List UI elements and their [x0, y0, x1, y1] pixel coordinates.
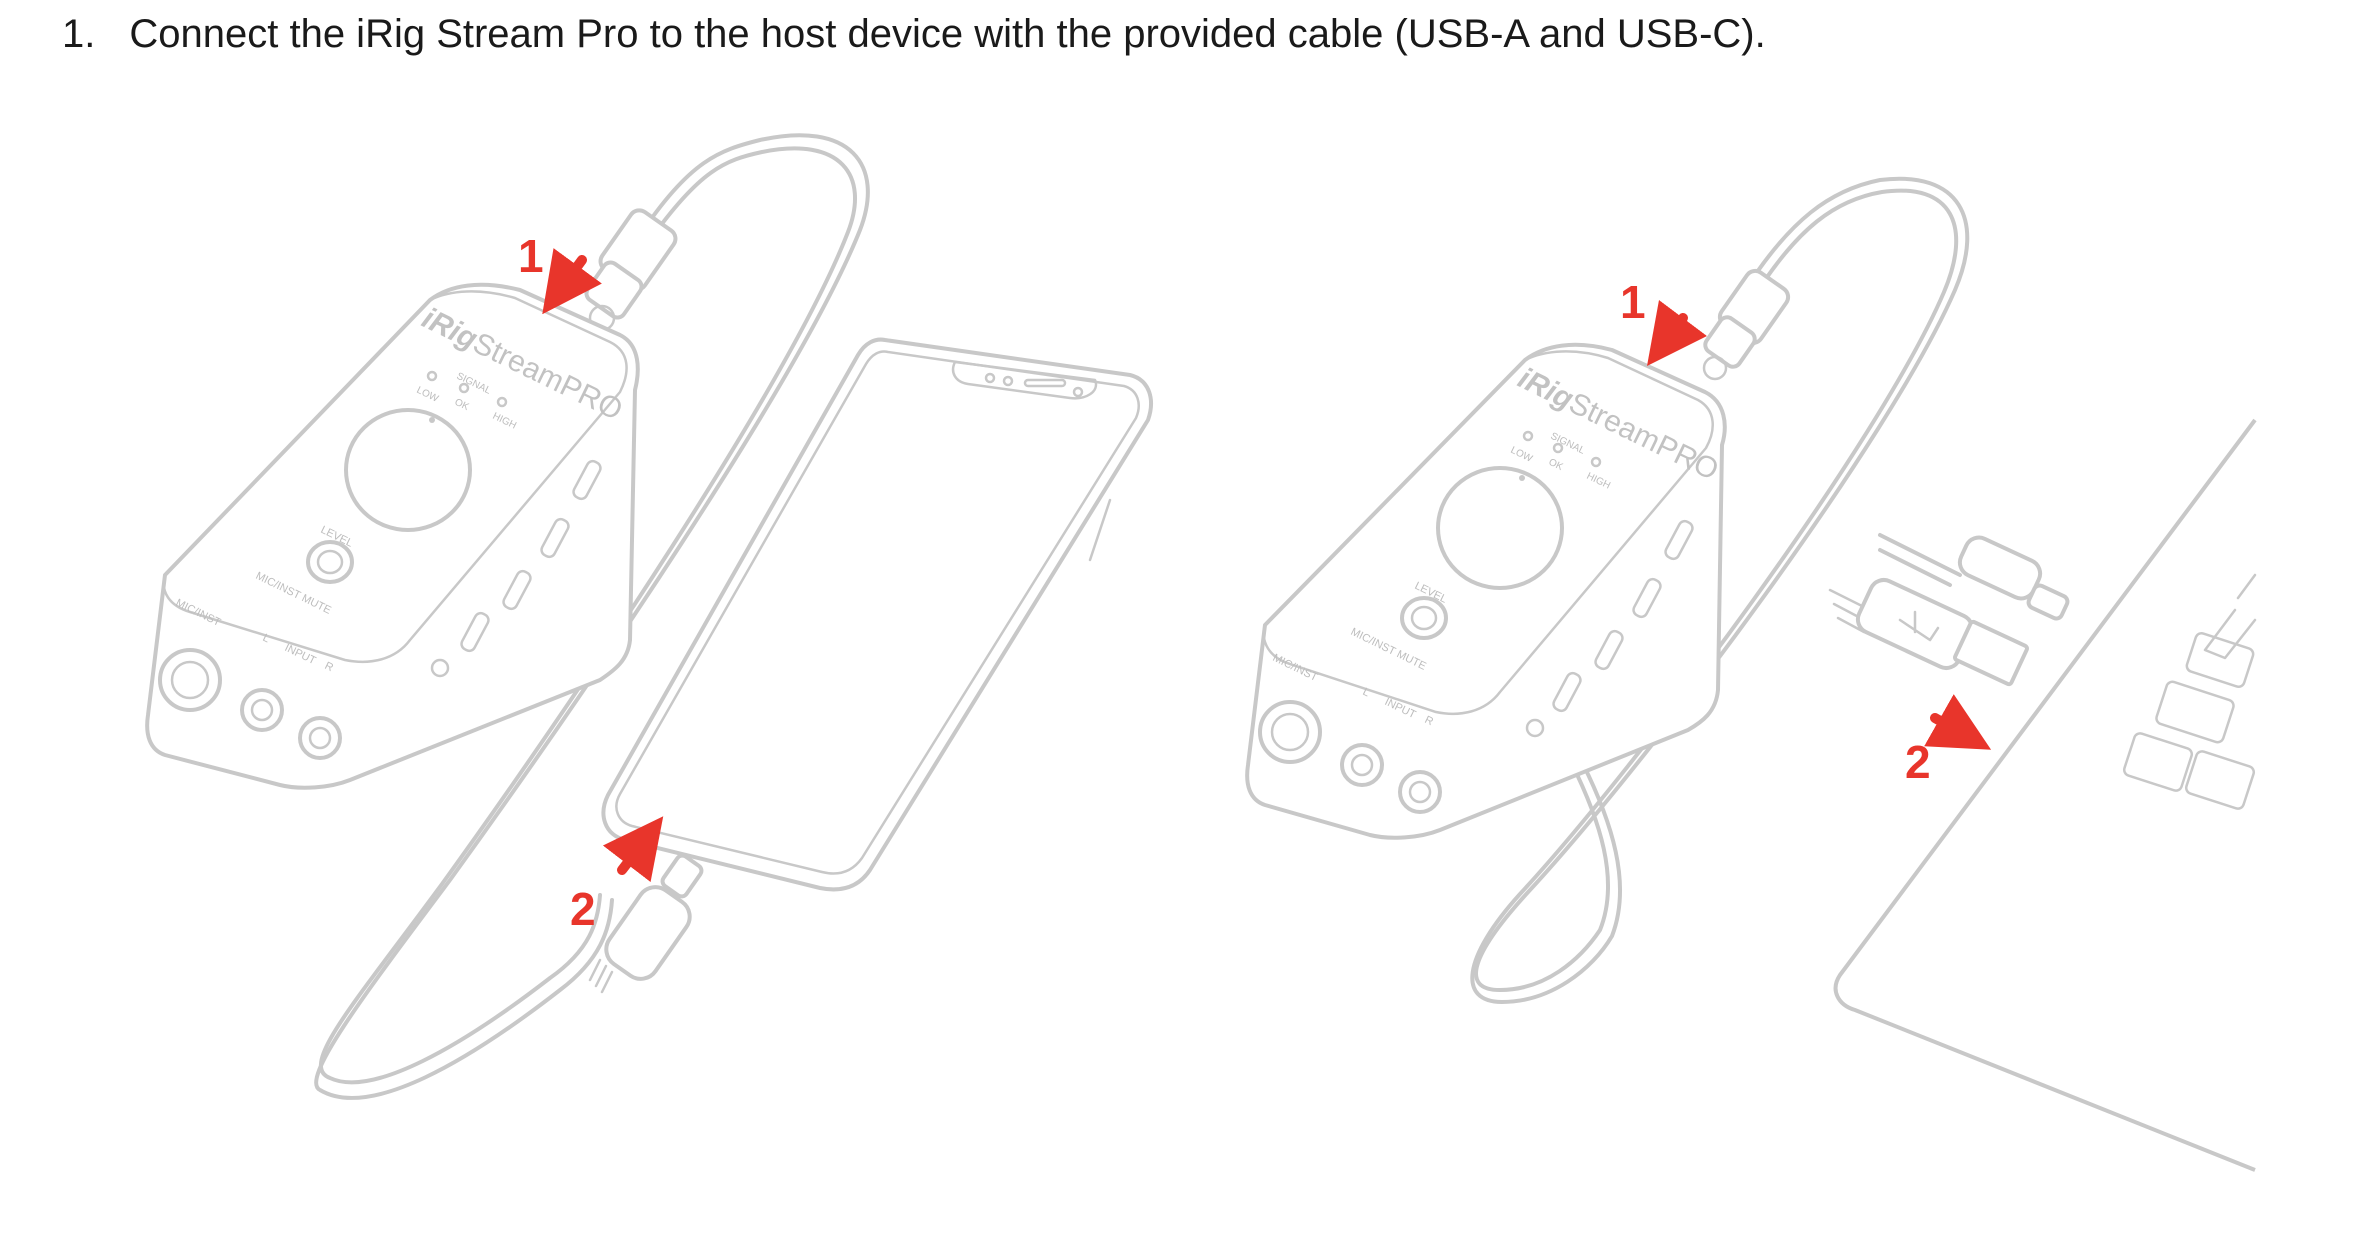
instruction-step: 1. Connect the iRig Stream Pro to the ho…: [62, 12, 1766, 57]
phone: [601, 337, 1153, 892]
step-text: Connect the iRig Stream Pro to the host …: [129, 12, 1766, 56]
right-usbc-plug-loose: [1957, 535, 2070, 621]
right-input-l: L: [1361, 686, 1372, 699]
left-input-l-jack: [240, 688, 284, 732]
led-ok: [458, 382, 470, 394]
left-usbc-plug-device: [584, 208, 678, 332]
left-irig-device: iRigStreamPRO SIGNAL LOW OK HIGH LEVEL M…: [145, 282, 640, 790]
right-xlr-jack: [1258, 700, 1322, 764]
right-irig-device: iRigStreamPRO SIGNAL LOW OK HIGH LEVEL M…: [1245, 342, 1727, 840]
usb-icon: [1898, 610, 1940, 642]
left-usbc-plug-phone: [588, 853, 704, 994]
left-scene: iRigStreamPRO SIGNAL LOW OK HIGH LEVEL M…: [145, 133, 1153, 1100]
right-callout-2: 2: [1905, 736, 1931, 788]
left-callout-2: 2: [570, 883, 596, 935]
right-usba-plug: [1828, 577, 2029, 687]
step-number: 1.: [62, 12, 96, 56]
left-arrow-1: [542, 248, 602, 315]
left-level-knob: [344, 408, 472, 532]
left-input-l: L: [261, 632, 272, 645]
laptop: [1833, 418, 2257, 1172]
right-usbc-plug-device: [1702, 268, 1791, 381]
right-arrow-1: [1647, 300, 1707, 366]
left-cable: [314, 133, 870, 1100]
phone-notch: [951, 360, 1098, 400]
left-input-r-jack: [298, 716, 342, 760]
led-high: [496, 396, 508, 408]
left-callout-1: 1: [518, 230, 544, 282]
right-callout-1: 1: [1620, 276, 1646, 328]
right-usbc-lead: [1878, 533, 1962, 587]
right-mute-button: [1400, 596, 1448, 640]
left-arrow-2: [602, 816, 664, 883]
right-arrow-2: [1924, 694, 1992, 750]
right-input-l-jack: [1340, 743, 1384, 787]
left-xlr-jack: [158, 648, 222, 712]
right-scene: iRigStreamPRO SIGNAL LOW OK HIGH LEVEL M…: [1245, 176, 2257, 1172]
led-low: [426, 370, 438, 382]
right-level-knob: [1436, 466, 1564, 590]
right-input-r-jack: [1398, 770, 1442, 814]
left-mute-button: [306, 540, 354, 584]
